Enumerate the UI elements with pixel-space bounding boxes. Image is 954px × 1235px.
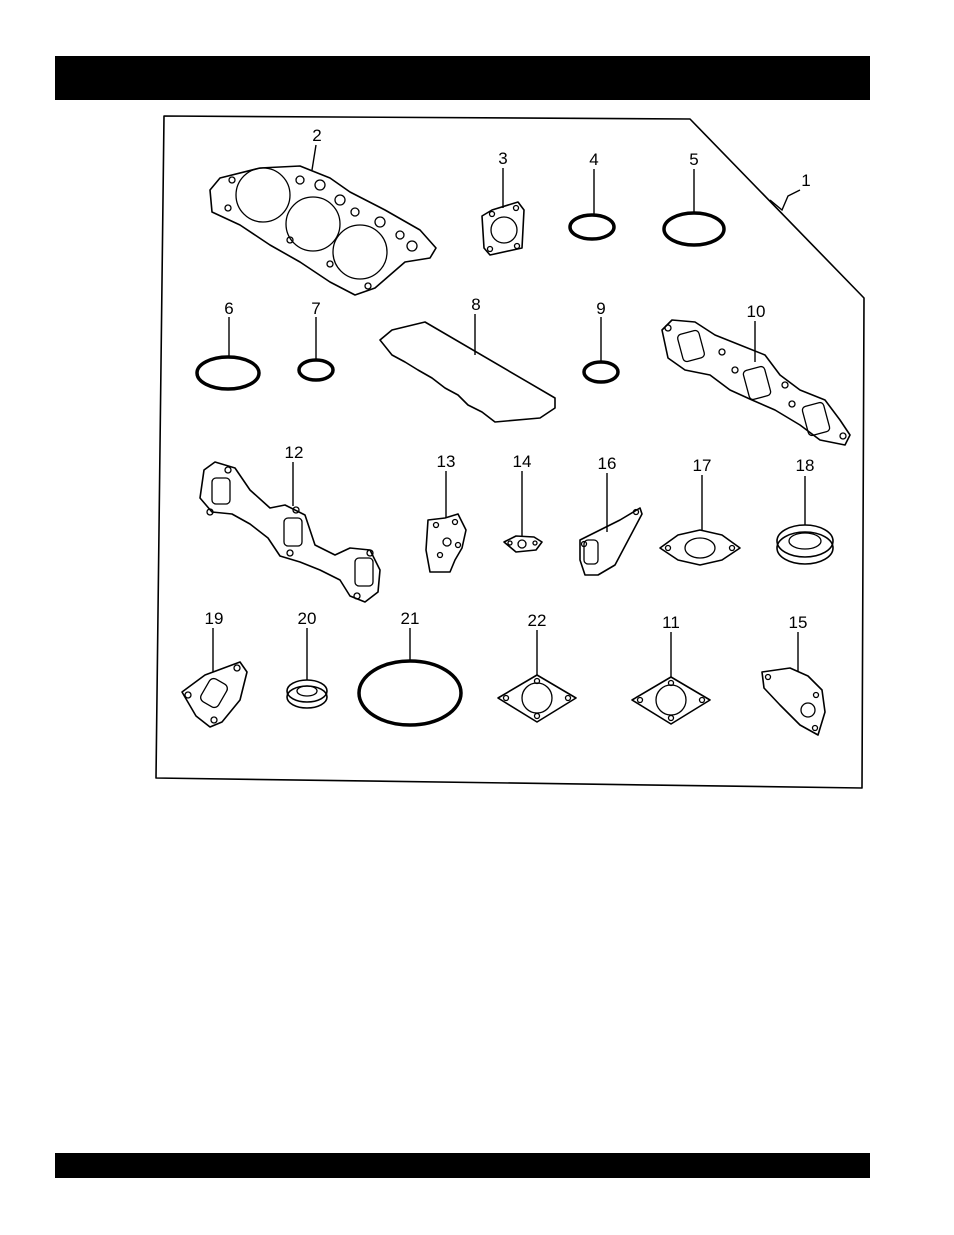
callout-10: 10 [747,302,766,321]
callout-11: 11 [662,613,680,632]
callout-3: 3 [498,149,507,168]
footer-bar [55,1153,870,1178]
callout-15: 15 [789,613,808,632]
part-7-o-ring [299,360,333,380]
part-11-gasket [632,677,710,724]
callout-18: 18 [796,456,815,475]
part-14-gasket [504,536,542,552]
part-8-cover-gasket [380,322,555,422]
callout-8: 8 [471,295,480,314]
callout-2: 2 [312,126,321,145]
part-3-gasket [482,202,524,255]
callout-21: 21 [401,609,420,628]
callout-4: 4 [589,150,598,169]
leader-2 [312,145,316,170]
callout-13: 13 [437,452,456,471]
part-13-gasket [426,514,466,572]
callout-16: 16 [598,454,617,473]
part-12-manifold-gasket [200,462,380,602]
callout-14: 14 [513,452,532,471]
part-6-o-ring [197,357,259,389]
part-17-gasket [660,530,740,565]
part-15-gasket [762,668,825,735]
part-18-seal [777,525,833,564]
callout-5: 5 [689,150,698,169]
callout-20: 20 [298,609,317,628]
part-9-o-ring [584,362,618,382]
part-20-seal [287,680,327,708]
callout-6: 6 [224,299,233,318]
part-22-gasket [498,675,576,722]
diagram-frame [156,116,864,788]
part-5-o-ring [664,213,724,245]
part-2-head-gasket [210,166,436,295]
part-21-o-ring [359,661,461,725]
part-4-o-ring [570,215,614,239]
callout-22: 22 [528,611,547,630]
callout-19: 19 [205,609,224,628]
part-10-manifold-gasket [662,320,850,445]
callout-9: 9 [596,299,605,318]
part-19-gasket [182,662,247,727]
callout-7: 7 [311,299,320,318]
callout-1: 1 [801,171,810,190]
callout-17: 17 [693,456,712,475]
callout-12: 12 [285,443,304,462]
part-16-gasket [580,508,642,575]
